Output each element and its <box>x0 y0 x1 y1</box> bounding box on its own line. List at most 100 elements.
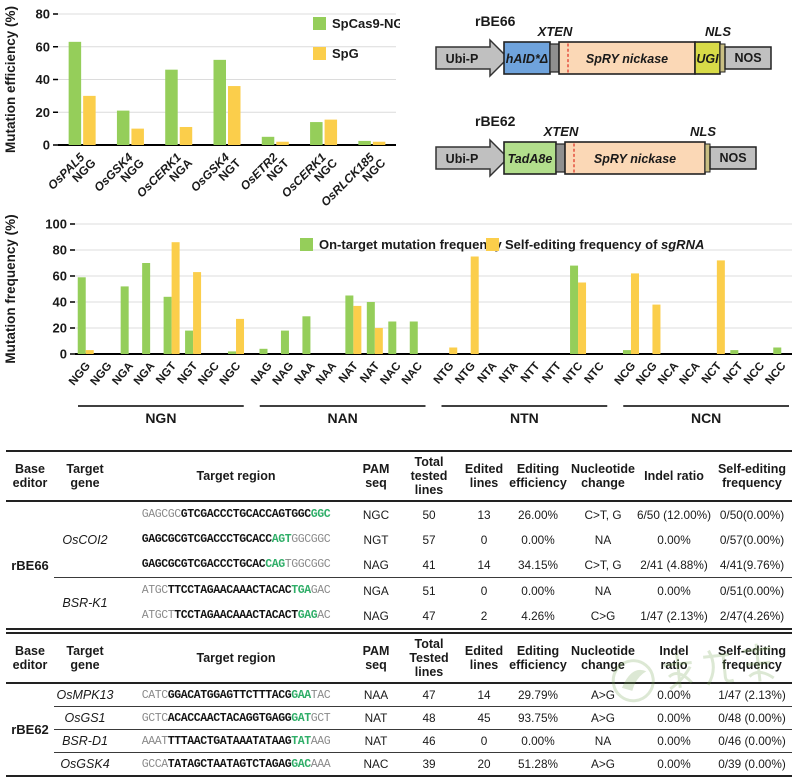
bar-spg <box>179 126 193 145</box>
pam-group-label: NAN <box>327 410 357 426</box>
x-tick-label: NTC <box>582 360 606 386</box>
sequence-segment-dim: TGGCGGC <box>284 558 331 571</box>
indel-ratio: 0.00% <box>636 577 712 603</box>
sequence-segment-bold: TTTAACTGATAAATATAAG <box>167 734 292 748</box>
bar-on-target <box>730 350 739 354</box>
x-tick: NGG <box>88 360 114 388</box>
x-tick-label: NTC <box>561 360 585 386</box>
column-header: Editing efficiency <box>506 450 570 502</box>
x-tick: NTA <box>476 360 500 385</box>
column-header: PAM seq <box>356 450 396 502</box>
edited-lines: 20 <box>462 752 506 776</box>
sequence-segment-pam: GAA <box>291 688 311 702</box>
sequence-segment-bold: TTCCTAGAACAAACTACAC <box>167 584 292 597</box>
nuclease-label: SpRY nickase <box>594 152 676 166</box>
target-gene: OsCOI2 <box>62 532 108 547</box>
sequence-segment-pam: GAT <box>291 711 311 725</box>
x-tick: NCA <box>656 360 681 387</box>
x-tick-label: NCT <box>721 360 745 386</box>
x-tick: NAG <box>271 360 297 387</box>
x-tick-label: NAG <box>249 360 275 387</box>
x-tick-label: NGT <box>176 360 201 386</box>
x-tick-label: NCC <box>742 360 767 387</box>
sequence-segment-dim: AAA <box>310 757 331 771</box>
edited-lines: 0 <box>480 532 488 547</box>
target-region-sequence: GAGCGCGTCGACCCTGCACCAGTGGCGGC <box>116 501 356 527</box>
x-tick-label: NTT <box>540 360 564 385</box>
edited-lines: 0 <box>462 729 506 753</box>
y-tick-label: 100 <box>45 217 67 232</box>
sequence-segment-dim: AAAT <box>141 734 168 748</box>
total-tested-lines: 50 <box>422 507 436 522</box>
x-tick-label: NAC <box>400 360 425 387</box>
target-gene: BSR-K1 <box>54 577 116 629</box>
pam-seq: NAT <box>356 729 396 753</box>
total-tested-lines: 46 <box>396 729 462 753</box>
sequence-segment-pam: TAT <box>291 734 311 748</box>
bar-spg <box>228 86 241 145</box>
x-tick: NGT <box>154 360 179 386</box>
nucleotide-change: C>G <box>590 608 616 623</box>
edited-lines: 13 <box>477 507 491 522</box>
x-tick: NTG <box>432 360 457 386</box>
nucleotide-change: NA <box>570 729 636 753</box>
nuclease-box <box>558 41 696 75</box>
column-header: Target region <box>116 450 356 502</box>
bar-self-editing <box>193 272 202 354</box>
bar-on-target <box>302 316 311 354</box>
sequence-segment-bold: GTCGACCCTGCACCAGTGGC <box>180 508 311 521</box>
terminator-label: NOS <box>719 151 746 165</box>
nucleotide-change: A>G <box>570 752 636 776</box>
x-tick-label: NCC <box>763 360 788 387</box>
deaminase-label: TadA8e <box>508 152 553 166</box>
nucleotide-change: NA <box>570 577 636 603</box>
bar-on-target <box>228 351 237 354</box>
bar-spg <box>276 141 289 145</box>
column-header: Nucleotide change <box>570 632 636 684</box>
editing-efficiency: 0.00% <box>521 532 555 547</box>
y-axis-title: Mutation efficiency (%) <box>3 6 18 153</box>
column-header: Self-editing frequency <box>712 450 792 502</box>
bar-on-target <box>120 286 129 354</box>
pam-seq: NGT <box>363 532 389 547</box>
y-tick-label: 0 <box>43 138 50 153</box>
legend-swatch-spcas9ng <box>313 17 326 30</box>
bar-self-editing <box>353 305 362 354</box>
x-tick-label: NGC <box>196 360 222 387</box>
bar-on-target <box>409 321 418 354</box>
indel-ratio: 2/41 (4.88%) <box>640 557 708 572</box>
indel-ratio: 6/50 (12.00%) <box>636 507 712 522</box>
bar-spg <box>83 95 96 145</box>
deaminase-label: hAID*Δ <box>506 52 548 66</box>
bar-self-editing <box>716 260 725 354</box>
x-tick: NTG <box>453 360 478 386</box>
x-tick: NCA <box>677 360 702 387</box>
bar-on-target <box>259 348 268 354</box>
column-header: Total tested lines <box>396 450 462 502</box>
x-tick: NGC <box>196 360 222 387</box>
indel-ratio: 0.00% <box>657 532 691 547</box>
promoter-label: Ubi-P <box>446 52 479 66</box>
pam-seq: NGA <box>356 577 396 603</box>
self-editing-frequency: 1/47 (2.13%) <box>718 688 786 702</box>
sequence-segment-dim: GGCGGC <box>291 533 331 546</box>
x-tick-label: NAG <box>271 360 297 387</box>
editing-efficiency: 51.28% <box>506 752 570 776</box>
nucleotide-change: A>G <box>570 706 636 730</box>
bar-self-editing <box>630 273 639 354</box>
sequence-segment-bold: TCCTAGAACAAACTACACT <box>174 609 298 622</box>
legend-label-on-target: On-target mutation frequency <box>319 237 503 252</box>
target-region-sequence: CATCGGACATGGAGTTCTTTACGGAATAC <box>116 683 356 707</box>
x-tick-label: NCG <box>613 360 639 387</box>
target-region-sequence: GAGCGCGTCGACCCTGCACCAGTGGCGGC <box>116 552 356 578</box>
y-axis-title: Mutation frequency (%) <box>3 214 18 363</box>
legend-swatch-spg <box>313 47 326 60</box>
xten-linker <box>549 43 560 73</box>
target-gene: OsGS1 <box>54 706 116 730</box>
